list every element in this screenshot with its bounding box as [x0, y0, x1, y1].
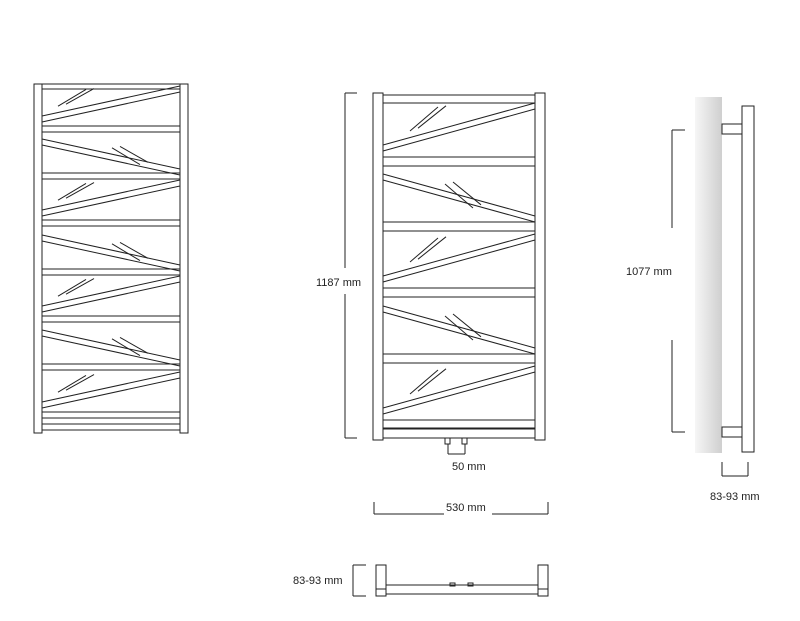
diagonal-tube	[41, 275, 181, 307]
height-side-label: 1077 mm	[626, 266, 672, 278]
rails-left	[42, 83, 180, 431]
chevron-tube	[452, 181, 482, 206]
dimension-wall-distance-top	[352, 564, 366, 597]
chevron-tube	[111, 243, 141, 262]
chevron-tube	[65, 278, 95, 295]
chevron-tube	[65, 374, 95, 391]
chevron-tube	[444, 183, 474, 209]
diagonal-tube	[41, 240, 181, 272]
top-stile-right	[537, 564, 549, 597]
chevron-tube	[57, 278, 87, 297]
diagonal-tube	[382, 233, 536, 277]
diagonals-middle	[382, 102, 536, 415]
diagonal-tube	[41, 144, 181, 176]
chevron-tube	[57, 182, 87, 201]
top-rail	[385, 584, 539, 595]
side-bracket-bottom	[721, 426, 743, 438]
diagonal-tube	[41, 185, 181, 217]
rails-middle	[383, 94, 535, 439]
diagonal-tube	[41, 335, 181, 367]
dimension-height-side	[671, 129, 685, 433]
chevron-tube	[65, 88, 95, 105]
height-front-label: 1187 mm	[316, 277, 361, 289]
chevron-tube	[111, 338, 141, 357]
diagonal-tube	[41, 138, 181, 170]
chevron-tube	[111, 147, 141, 166]
chevron-tube	[417, 105, 447, 129]
diagonal-tube	[382, 305, 536, 349]
diagonal-tube	[382, 365, 536, 409]
chevron-tube	[119, 241, 149, 259]
diagonal-tube	[41, 234, 181, 266]
chevron-tube	[57, 374, 87, 393]
diagonal-tube	[382, 239, 536, 283]
diagonal-tube	[382, 108, 536, 152]
pipe-spacing-label: 50 mm	[452, 461, 486, 473]
diagonal-tube	[382, 173, 536, 217]
front-view-middle	[372, 92, 546, 445]
chevron-tube	[409, 237, 439, 263]
wall	[695, 97, 722, 453]
chevron-tube	[444, 315, 474, 341]
left-stile	[33, 83, 43, 434]
chevron-tube	[119, 336, 149, 354]
pipe-connector-left	[444, 437, 451, 445]
side-view	[721, 105, 755, 453]
diagonal-tube	[41, 377, 181, 409]
front-view-left	[33, 83, 189, 434]
diagonal-tube	[41, 179, 181, 211]
chevron-tube	[119, 145, 149, 163]
diagonal-tube	[41, 371, 181, 403]
diagonal-tube	[382, 102, 536, 146]
chevron-tube	[417, 368, 447, 392]
diagonal-tube	[41, 85, 181, 117]
diagonal-tube	[41, 281, 181, 313]
width-front-label: 530 mm	[446, 502, 486, 514]
diagonal-tube	[382, 311, 536, 355]
side-bracket-top	[721, 123, 743, 135]
chevron-tube	[57, 88, 87, 107]
chevron-tube	[452, 313, 482, 338]
right-stile	[179, 83, 189, 434]
pipe-connector-right	[461, 437, 468, 445]
diagonals-left	[41, 85, 181, 409]
left-stile	[372, 92, 384, 441]
dimension-pipe-spacing	[447, 444, 466, 455]
top-stile-left	[375, 564, 387, 597]
chevron-tube	[65, 182, 95, 199]
right-stile	[534, 92, 546, 441]
chevron-tube	[409, 106, 439, 132]
chevron-tube	[417, 236, 447, 260]
diagonal-tube	[382, 371, 536, 415]
wall-distance-top-label: 83-93 mm	[293, 575, 343, 587]
dimension-height-front	[344, 92, 357, 439]
diagonal-tube	[382, 179, 536, 223]
wall-distance-side-label: 83-93 mm	[710, 491, 760, 503]
diagonal-tube	[41, 329, 181, 361]
dimension-width-front	[373, 502, 549, 515]
diagonal-tube	[41, 91, 181, 123]
dimension-wall-distance-side	[721, 462, 749, 477]
side-stile	[741, 105, 755, 453]
chevron-tube	[409, 369, 439, 395]
top-view	[375, 564, 549, 597]
